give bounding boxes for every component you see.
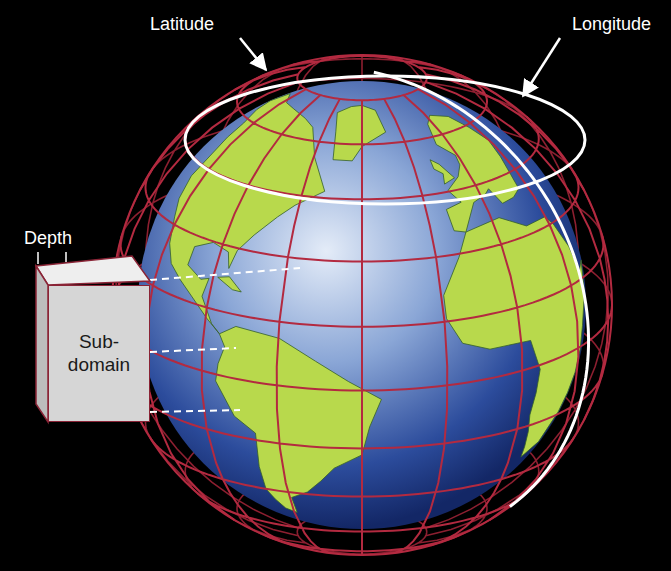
projection-line	[150, 348, 236, 352]
continent	[333, 105, 386, 160]
box-side-face	[36, 266, 48, 422]
depth-tick	[37, 252, 39, 264]
grid-line	[112, 55, 612, 555]
latitude-label: Latitude	[150, 14, 214, 35]
depth-tick	[65, 252, 67, 262]
back-grid	[112, 55, 612, 555]
longitude-pointer	[523, 38, 560, 96]
longitude-label: Longitude	[572, 14, 651, 35]
projection-line	[150, 410, 240, 412]
depth-label: Depth	[24, 228, 72, 249]
grid-line	[112, 55, 612, 555]
projection-line	[150, 268, 300, 280]
front-grid	[112, 55, 612, 555]
latitude-circle	[185, 76, 585, 204]
grid-outline	[112, 55, 612, 555]
latitude-pointer	[240, 38, 266, 70]
longitude-line	[374, 72, 589, 506]
sub-domain-box: Sub- domain	[48, 285, 150, 422]
longitude-arc	[374, 72, 589, 506]
continent	[430, 160, 454, 184]
box-label: Sub- domain	[59, 331, 139, 377]
continent	[218, 277, 242, 292]
box-top-face	[36, 256, 150, 285]
continents	[170, 94, 585, 513]
